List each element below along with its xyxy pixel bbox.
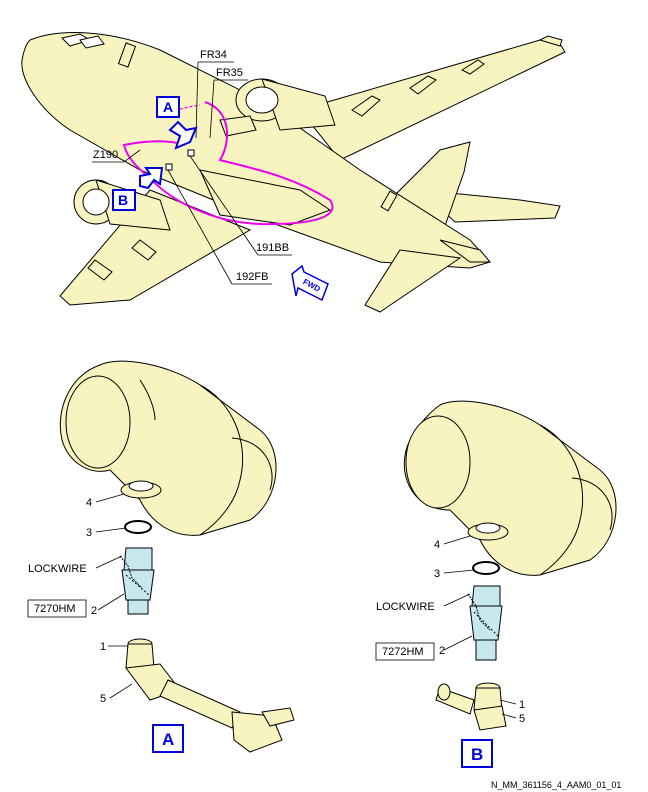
- fuselage: [21, 32, 491, 269]
- detail-b-item-2: 2: [439, 645, 445, 657]
- detail-b-item-3: 3: [434, 568, 440, 580]
- view-a-callout-letter: A: [163, 99, 173, 115]
- detail-b-lockwire: LOCKWIRE: [376, 601, 435, 613]
- detail-b-item-5: 5: [519, 713, 525, 725]
- label-fr35: FR35: [216, 67, 243, 79]
- detail-b-part-number: 7272HM: [382, 646, 424, 658]
- detail-a-view-letter: A: [162, 730, 174, 749]
- label-panel-192fb: 192FB: [236, 271, 268, 283]
- view-b-arrow-icon: [139, 167, 164, 190]
- aircraft-illustration: [21, 32, 566, 313]
- detail-a-item-3: 3: [86, 527, 92, 539]
- view-a-arrow-icon: [168, 120, 198, 150]
- detail-b-part-box: [375, 642, 435, 661]
- detail-a-illustration: [59, 360, 295, 753]
- detail-b-valve: [471, 585, 501, 607]
- detail-a-item-1: 1: [100, 641, 106, 653]
- detail-b-view-letter: B: [471, 745, 483, 764]
- label-zone: Z190: [93, 149, 118, 161]
- label-fr34: FR34: [200, 49, 227, 61]
- detail-b-item-4: 4: [434, 539, 440, 551]
- view-b-callout-box: [112, 189, 136, 211]
- far-wing: [299, 39, 566, 161]
- detail-a-view-box: [152, 724, 184, 753]
- detail-b-view-box: [461, 739, 493, 768]
- detail-a-item-4: 4: [86, 497, 92, 509]
- detail-b-illustration: [403, 400, 617, 731]
- figure-id: N_MM_361156_4_AAM0_01_01: [491, 780, 621, 790]
- detail-a-item-5: 5: [100, 693, 106, 705]
- detail-a-part-number: 7270HM: [34, 603, 76, 615]
- detail-b-item-1: 1: [519, 699, 525, 711]
- detail-a-item-2: 2: [91, 605, 97, 617]
- view-b-callout-letter: B: [118, 192, 128, 208]
- detail-a-lockwire: LOCKWIRE: [28, 563, 87, 575]
- view-a-callout-box: [156, 96, 180, 118]
- label-panel-191bb: 191BB: [256, 242, 289, 254]
- fwd-arrow-icon: FWD: [291, 264, 329, 302]
- zone-z190-outline: [122, 101, 334, 226]
- detail-a-part-box: [27, 599, 87, 618]
